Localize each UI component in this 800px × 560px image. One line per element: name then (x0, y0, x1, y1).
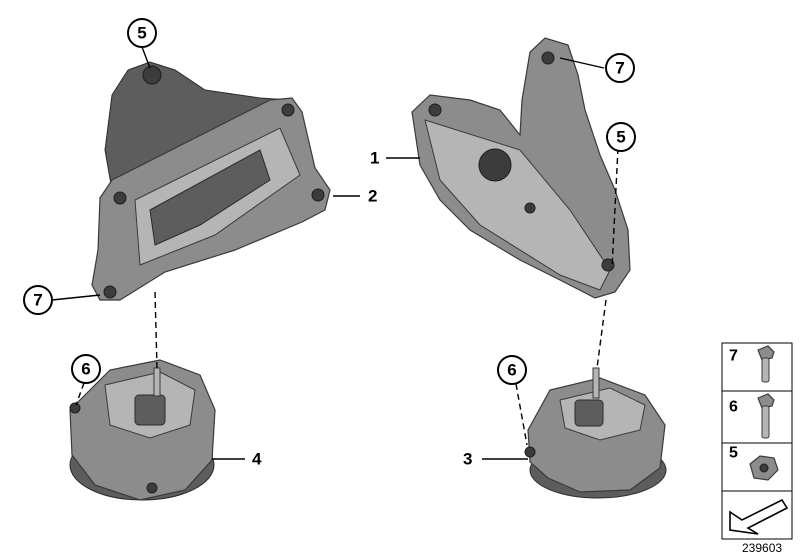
part-label-3: 3 (463, 450, 472, 469)
bolt-long-icon (757, 393, 775, 439)
engine-mount-right-part (524, 367, 667, 499)
svg-text:5: 5 (616, 128, 625, 147)
alignment-line-right-bolt (515, 383, 528, 446)
svg-text:5: 5 (729, 445, 738, 462)
callout-7-top-right: 7 (605, 53, 635, 83)
alignment-line-right (596, 299, 607, 369)
svg-text:7: 7 (615, 59, 624, 78)
callout-5-top-left: 5 (127, 18, 157, 48)
part-label-2: 2 (368, 187, 377, 206)
svg-text:7: 7 (729, 348, 738, 365)
alignment-line-right-upper (611, 147, 619, 269)
part-label-4: 4 (252, 450, 262, 469)
svg-text:6: 6 (729, 399, 738, 416)
callout-7-left: 7 (23, 285, 53, 315)
svg-text:6: 6 (507, 361, 516, 380)
hex-nut-icon (749, 455, 779, 481)
engine-mount-left-part (69, 359, 216, 501)
engine-bracket-right-part (411, 37, 631, 299)
engine-bracket-left-part (91, 61, 331, 301)
part-label-1: 1 (370, 149, 379, 168)
alignment-line-left (154, 291, 158, 369)
hardware-panel: 7 6 5 (721, 342, 793, 540)
arrow-down-left-icon (729, 498, 789, 535)
svg-text:5: 5 (137, 24, 146, 43)
svg-text:7: 7 (33, 291, 42, 310)
alignment-line-left-bolt (75, 382, 85, 406)
callout-6-right: 6 (497, 355, 527, 385)
svg-text:6: 6 (81, 360, 90, 379)
callout-6-left: 6 (71, 354, 101, 384)
reference-number: 239603 (742, 541, 782, 555)
hardware-row-bolt-flanged (721, 342, 793, 392)
callout-5-right: 5 (606, 122, 636, 152)
bolt-flanged-icon (757, 345, 775, 383)
